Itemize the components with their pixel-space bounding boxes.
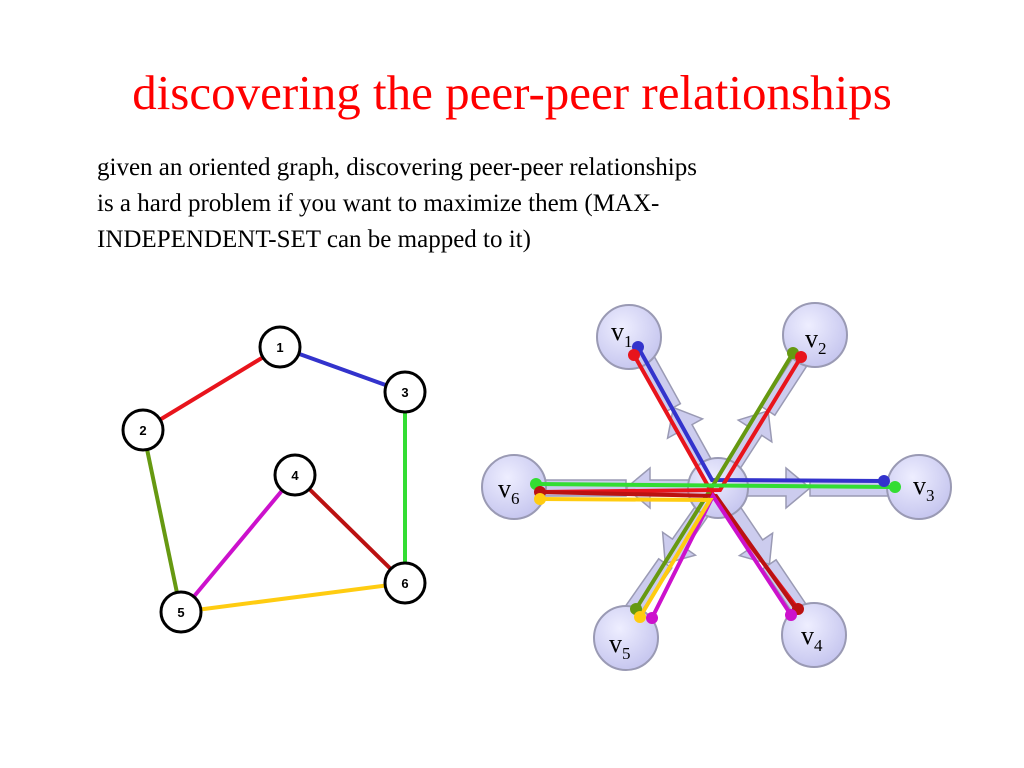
- graph-node-2: 2: [121, 408, 165, 452]
- star-vertex-v2-sub: 2: [818, 339, 827, 358]
- path-v4-v6: [537, 490, 798, 611]
- graph-node-1: 1: [258, 325, 302, 369]
- graph-node-4: 4: [273, 453, 317, 497]
- graph-node-2-label: 2: [139, 423, 146, 438]
- endpoint-dot: [795, 351, 807, 363]
- slide-title: discovering the peer-peer relationships: [132, 65, 892, 120]
- graph-edge-4-5: [179, 473, 297, 614]
- path-v5-v6: [538, 497, 714, 619]
- endpoint-dot: [634, 611, 646, 623]
- star-vertex-v1: v1: [596, 304, 662, 370]
- path-v4-v5: [650, 491, 793, 620]
- endpoint-dot: [534, 493, 546, 505]
- graph-node-5: 5: [159, 590, 203, 634]
- graph-node-3: 3: [383, 370, 427, 414]
- endpoint-dot: [646, 612, 658, 624]
- slide-body-text: given an oriented graph, discovering pee…: [97, 150, 947, 258]
- path-v2-v6: [538, 355, 803, 494]
- graph-edge-5-6: [180, 581, 406, 614]
- star-vertex-v4-letter: v: [801, 621, 814, 650]
- endpoint-dot: [889, 481, 901, 493]
- star-vertex-v4-sub: 4: [814, 636, 823, 655]
- body-line-3: INDEPENDENT-SET can be mapped to it): [97, 226, 531, 253]
- graph-node-4-label: 4: [291, 468, 299, 483]
- endpoint-dot: [628, 349, 640, 361]
- star-vertex-v6-sub: 6: [511, 489, 520, 508]
- path-v1-v3: [636, 345, 886, 483]
- star-diagram: v1 v2 v3 v4 v5 v6: [481, 302, 952, 671]
- graph-edge-4-6: [293, 473, 407, 585]
- star-vertex-v4: v4: [781, 602, 847, 668]
- graph-node-3-label: 3: [401, 385, 408, 400]
- star-vertex-v1-letter: v: [611, 317, 624, 346]
- svg-text:v2: v2: [805, 324, 827, 358]
- star-vertex-v2-letter: v: [805, 324, 818, 353]
- graph-edge-1-3: [279, 345, 406, 394]
- star-vertex-v5-sub: 5: [622, 644, 631, 663]
- svg-text:v1: v1: [611, 317, 633, 351]
- endpoint-dot: [785, 609, 797, 621]
- graph-node-6-label: 6: [401, 576, 408, 591]
- body-line-1: given an oriented graph, discovering pee…: [97, 154, 697, 181]
- star-vertex-v6-letter: v: [498, 474, 511, 503]
- body-line-2: is a hard problem if you want to maximiz…: [97, 190, 660, 217]
- graph-node-5-label: 5: [177, 605, 184, 620]
- svg-text:v3: v3: [913, 471, 935, 505]
- path-v3-v6: [534, 482, 897, 489]
- star-vertex-v5-letter: v: [609, 629, 622, 658]
- star-vertex-v2: v2: [782, 302, 848, 368]
- star-vertex-v1-sub: 1: [624, 332, 633, 351]
- graph-node-1-label: 1: [276, 340, 283, 355]
- star-vertex-v3-sub: 3: [926, 486, 935, 505]
- svg-text:v4: v4: [801, 621, 823, 655]
- graph-diagram: 1 2 3 4 5 6: [121, 325, 427, 634]
- star-paths: [534, 345, 897, 620]
- graph-edge-1-2: [141, 345, 282, 432]
- star-vertex-v6: v6: [481, 454, 547, 520]
- svg-text:v6: v6: [498, 474, 520, 508]
- star-vertex-v3-letter: v: [913, 471, 926, 500]
- star-path-endpoints: [530, 341, 901, 624]
- svg-text:v5: v5: [609, 629, 631, 663]
- endpoint-dot: [878, 475, 890, 487]
- graph-edge-2-5: [141, 429, 183, 613]
- graph-node-6: 6: [383, 561, 427, 605]
